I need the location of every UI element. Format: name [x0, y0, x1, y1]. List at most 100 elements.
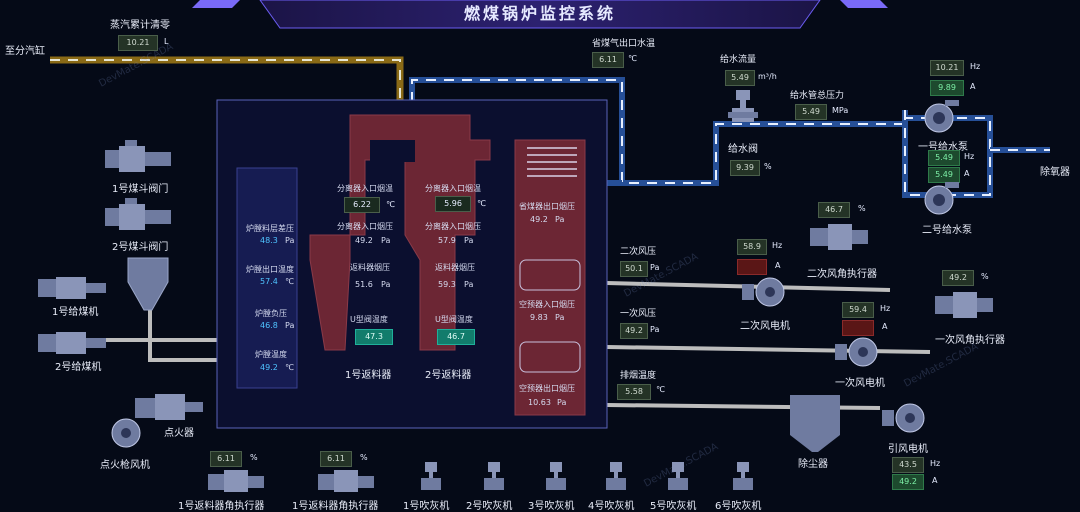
- unit-mpa: MPa: [832, 106, 849, 115]
- igniter-fan-icon[interactable]: [110, 415, 146, 451]
- header-bar: [192, 0, 888, 29]
- feed-water-flow-label: 给水流量: [720, 55, 757, 65]
- return2-pressure-value: 59.3: [438, 280, 456, 289]
- furnace-outlet-temp-label: 炉膛出口温度: [246, 265, 294, 274]
- unit-pct: %: [764, 162, 772, 171]
- pump2-label: 二号给水泵: [922, 225, 972, 236]
- returner1-actuator-icon[interactable]: [208, 468, 266, 494]
- soot-blower-icon[interactable]: [482, 462, 506, 492]
- pump1-icon[interactable]: [915, 100, 965, 136]
- unit-hz: Hz: [964, 152, 975, 161]
- id-fan-a-value: 49.2: [892, 474, 924, 490]
- unit-c: ℃: [285, 277, 294, 286]
- unit-pa: Pa: [557, 398, 567, 407]
- economizer-outlet-temp-value: 6.11: [592, 52, 624, 68]
- feed-water-pipe: [409, 77, 1050, 198]
- secondary-air-pressure-label: 二次风压: [620, 247, 657, 257]
- air-preheater-inlet-value: 9.83: [530, 313, 548, 322]
- feeder2-icon[interactable]: [38, 330, 108, 356]
- unit-hz: Hz: [930, 459, 941, 468]
- soot-blower-label: 1号吹灰机: [403, 501, 450, 512]
- igniter-label: 点火器: [164, 428, 194, 439]
- soot-blower-icon[interactable]: [544, 462, 568, 492]
- air-preheater-inlet-label: 空预器入口烟压: [519, 300, 575, 309]
- hopper2-valve-icon[interactable]: [105, 198, 175, 234]
- furnace-neg-pressure-value: 46.8: [260, 321, 278, 330]
- air-preheater-1: [519, 259, 581, 291]
- primary-air-pressure-value: 49.2: [620, 323, 648, 339]
- returner2-actuator-icon[interactable]: [318, 468, 376, 494]
- soot-blower-icon[interactable]: [731, 462, 755, 492]
- id-fan-motor-icon[interactable]: [882, 400, 938, 436]
- unit-a: A: [932, 476, 938, 485]
- pump2-a-value: 5.49: [928, 167, 960, 183]
- dust-collector-label: 除尘器: [798, 459, 828, 470]
- feeder1-icon[interactable]: [38, 275, 108, 301]
- soot-blower-label: 6号吹灰机: [715, 501, 762, 512]
- igniter-icon[interactable]: [135, 392, 205, 422]
- primary-damper-icon[interactable]: [935, 290, 995, 320]
- page-title: 燃煤锅炉监控系统: [463, 4, 616, 23]
- pump2-icon[interactable]: [915, 182, 965, 218]
- primary-fan-motor-label: 一次风电机: [835, 378, 885, 389]
- secondary-fan-hz-value: 58.9: [737, 239, 767, 255]
- unit-hz: Hz: [970, 62, 981, 71]
- air-preheater-outlet-label: 空预器出口烟压: [519, 384, 575, 393]
- unit-m3h: m³/h: [758, 72, 777, 81]
- unit-a: A: [970, 82, 976, 91]
- sep1-inlet-pressure-label: 分离器入口烟压: [337, 222, 393, 231]
- secondary-fan-motor-icon[interactable]: [742, 276, 798, 308]
- unit-c: ℃: [628, 54, 637, 63]
- hopper1-valve-icon[interactable]: [105, 140, 175, 176]
- soot-blower-icon[interactable]: [666, 462, 690, 492]
- steam-reset-label: 蒸汽累计清零: [110, 20, 170, 31]
- economizer-outlet-temp-label: 省煤气出口水温: [592, 39, 656, 49]
- returner1-actuator-label: 1号返料器角执行器: [178, 501, 265, 512]
- primary-air-pressure-label: 一次风压: [620, 309, 657, 319]
- economizer-column: [514, 139, 586, 416]
- secondary-damper-icon[interactable]: [810, 222, 870, 252]
- feeder2-label: 2号给煤机: [55, 362, 102, 373]
- u-valve2-temp-value: 46.7: [437, 329, 475, 345]
- soot-blower-label: 2号吹灰机: [466, 501, 513, 512]
- soot-blower-icon[interactable]: [419, 462, 443, 492]
- feed-water-flow-value: 5.49: [725, 70, 755, 86]
- furnace-temp-label: 炉膛温度: [255, 350, 287, 359]
- feed-pressure-value: 5.49: [795, 104, 827, 120]
- unit-pa: Pa: [381, 280, 391, 289]
- sep1-inlet-temp-value: 6.22: [344, 197, 380, 213]
- returner2-actuator-value: 6.11: [320, 451, 352, 467]
- coal-hopper: [127, 257, 169, 311]
- primary-fan-motor-icon[interactable]: [835, 336, 891, 368]
- returner2-actuator-label: 1号返料器角执行器: [292, 501, 379, 512]
- air-preheater-outlet-value: 10.63: [528, 398, 551, 407]
- unit-pct: %: [250, 453, 258, 462]
- soot-blower-icon[interactable]: [604, 462, 628, 492]
- unit-pa: Pa: [650, 263, 660, 272]
- feed-valve-icon[interactable]: [728, 88, 758, 136]
- unit-a: A: [882, 322, 888, 331]
- exhaust-temp-value: 5.58: [617, 384, 651, 400]
- pump1-label: 一号给水泵: [918, 142, 968, 153]
- returner1-actuator-value: 6.11: [210, 451, 242, 467]
- sep1-inlet-pressure-value: 49.2: [355, 236, 373, 245]
- steam-pipe: [50, 56, 404, 102]
- unit-a: A: [964, 169, 970, 178]
- primary-fan-hz-value: 59.4: [842, 302, 874, 318]
- soot-blower-label: 3号吹灰机: [528, 501, 575, 512]
- unit-hz: Hz: [880, 304, 891, 313]
- soot-blower-label: 5号吹灰机: [650, 501, 697, 512]
- primary-fan-a-value: [842, 320, 874, 336]
- unit-pa: Pa: [285, 236, 295, 245]
- unit-hz: Hz: [772, 241, 783, 250]
- unit-pa: Pa: [464, 280, 474, 289]
- id-fan-motor-label: 引风电机: [888, 444, 928, 455]
- unit-pa: Pa: [381, 236, 391, 245]
- unit-a: A: [775, 261, 781, 270]
- to-steam-cylinder-label: 至分汽缸: [5, 46, 45, 57]
- primary-damper-value: 49.2: [942, 270, 974, 286]
- unit-pa: Pa: [555, 313, 565, 322]
- furnace-neg-pressure-label: 炉膛负压: [255, 309, 287, 318]
